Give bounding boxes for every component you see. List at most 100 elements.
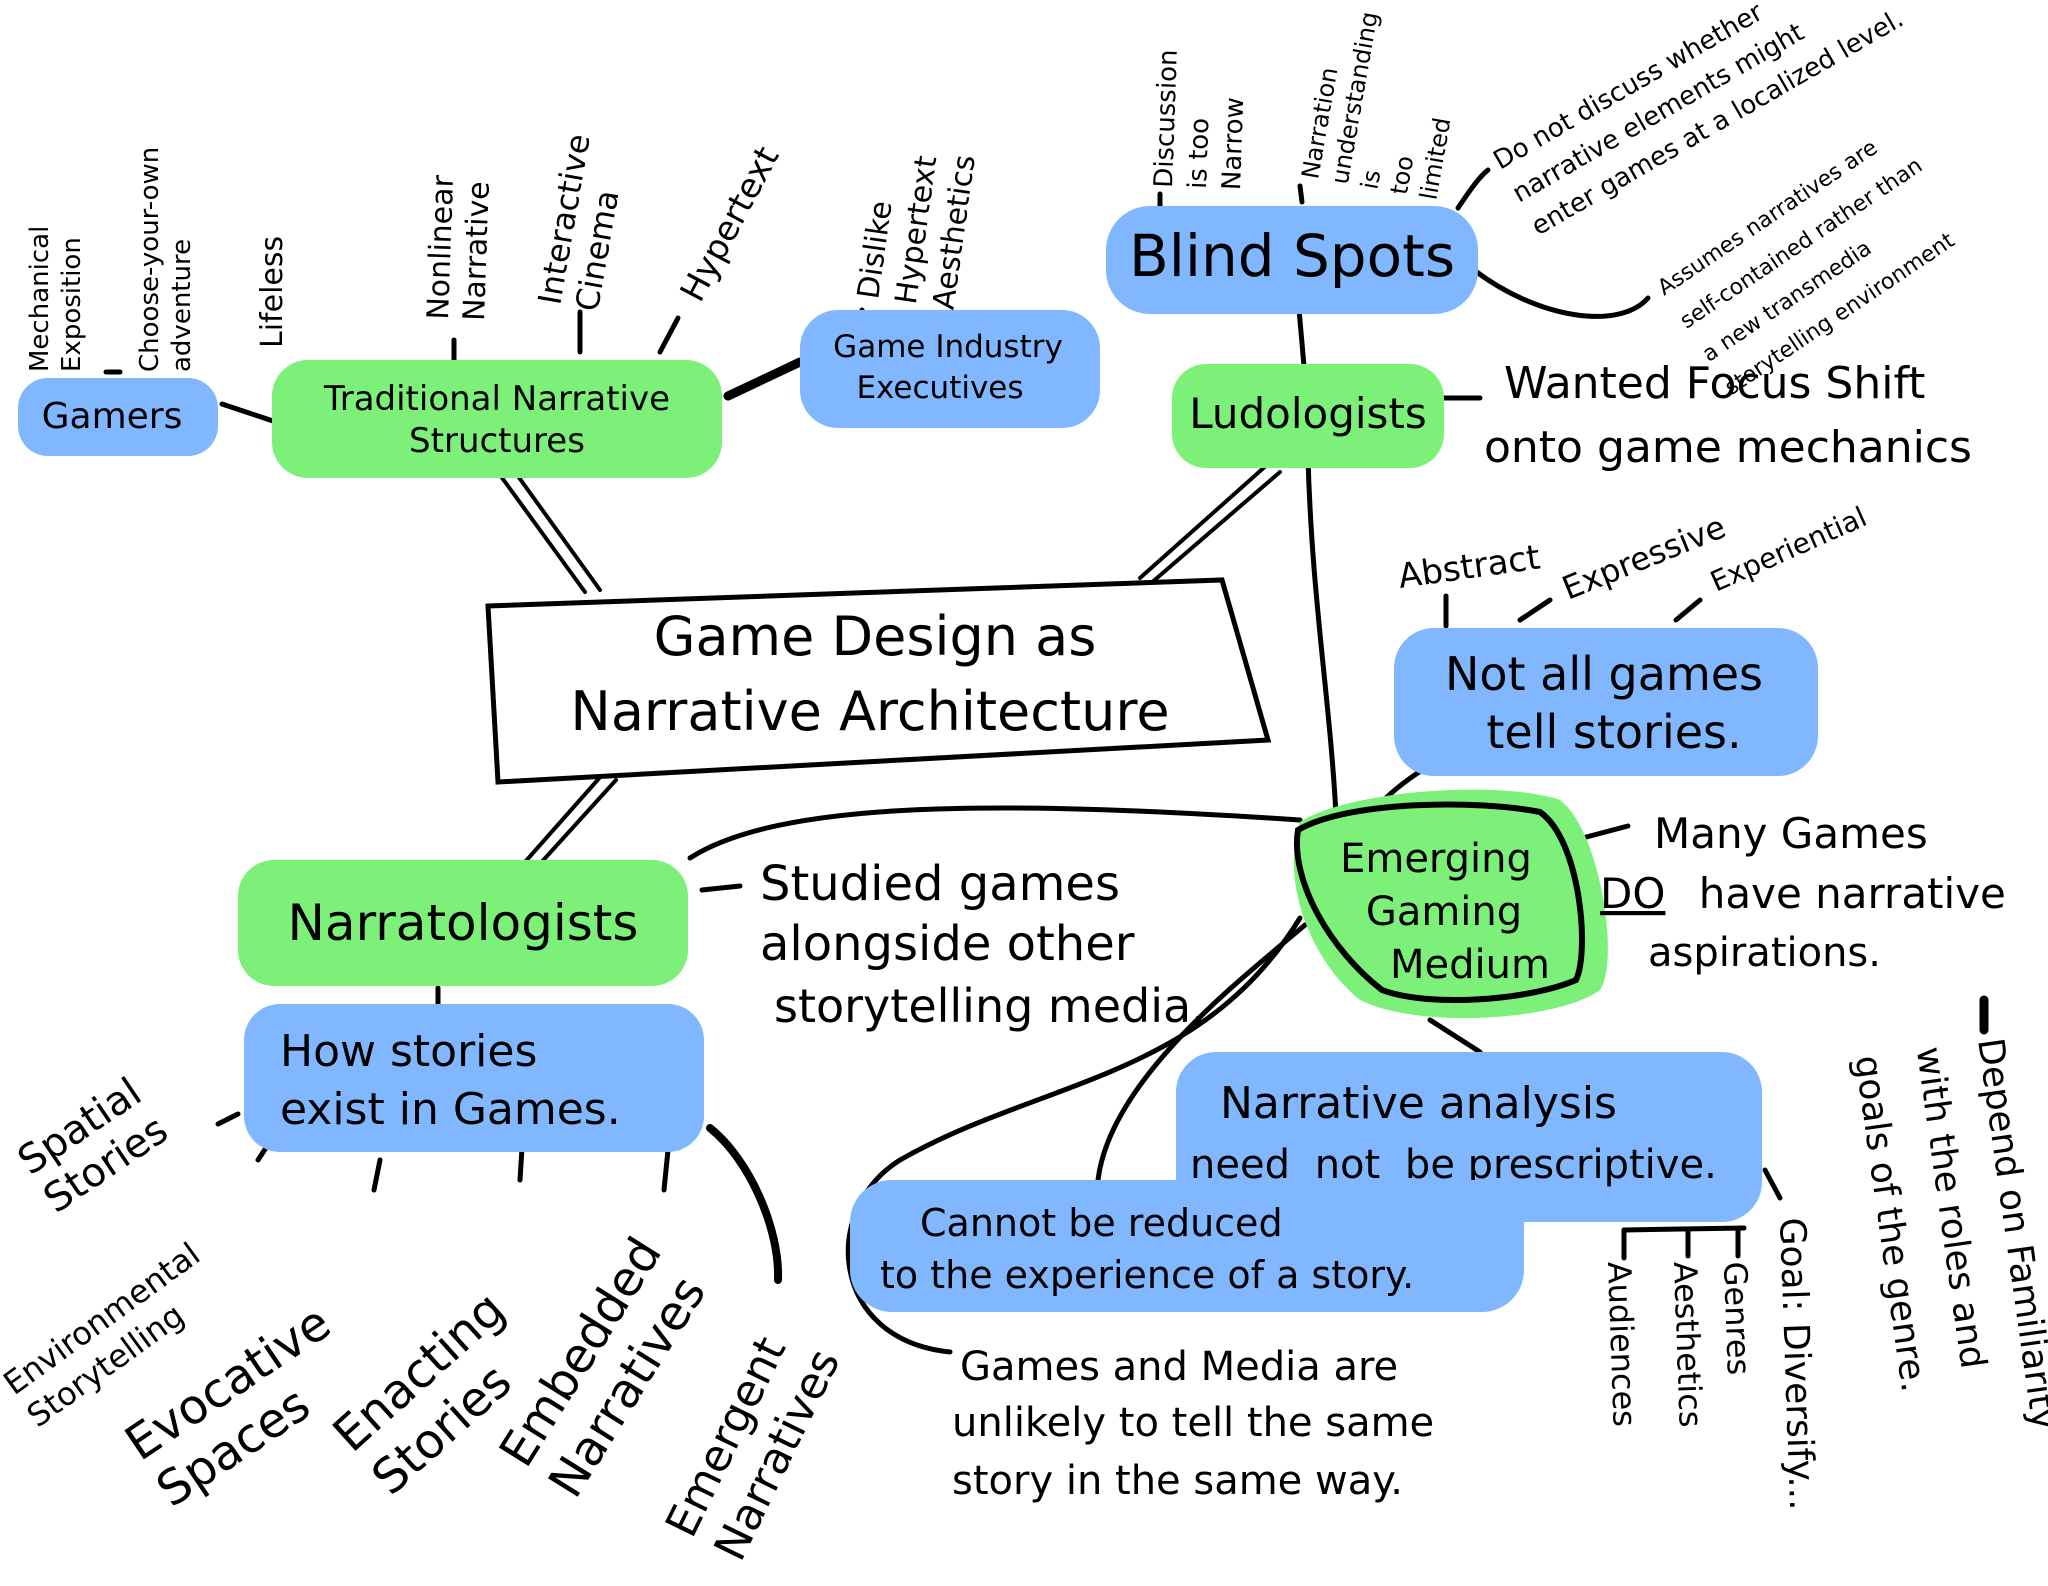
note-do: DO [1600,869,1665,918]
note-experiential: Experiential [1705,500,1871,598]
tick-spatial [215,1111,241,1127]
note-choose-your-own: Choose-your-ownadventure [135,147,197,372]
note-studied-line1: Studied games [760,856,1120,912]
gamers-node: Gamers [18,378,218,456]
analysis-bubble [1176,1052,1762,1222]
cannot-line1: Cannot be reduced [920,1201,1283,1245]
how-stories-line2: exist in Games. [280,1084,621,1135]
connector-blindspots-localized [1455,167,1491,211]
traditional-bubble [272,360,722,478]
blind-spots-node: Blind Spots [1106,206,1478,314]
emerging-node: Emerging Gaming Medium [1293,789,1608,1019]
cannot-node: Cannot be reduced to the experience of a… [850,1180,1524,1312]
connector-center-narratologists [523,773,604,864]
ludologists-bubble [1172,364,1444,468]
note-goal-aesthetics: Aesthetics [1666,1261,1710,1428]
center-box [485,577,1272,785]
connector-blindspots-assumes [1471,267,1651,319]
not-all-games-node: Not all games tell stories. [1394,628,1818,776]
note-studied-line2: alongside other [760,916,1135,972]
note-games-media-line1: Games and Media are [960,1344,1398,1390]
how-stories-line1: How stories [280,1026,537,1077]
ludologists-node: Ludologists [1172,364,1444,468]
emerging-outline [1294,801,1585,1004]
how-stories-bubble [244,1004,704,1152]
traditional-label-line1: Traditional Narrative [323,379,670,419]
note-expressive: Expressive [1557,508,1731,608]
center-node: Game Design as Narrative Architecture [485,577,1272,785]
connector-center-ludologists [1138,462,1270,580]
note-wanted-focus-line2: onto game mechanics [1484,422,1972,473]
note-spatial-stories: SpatialStories [10,1069,176,1223]
note-goal-diversify: Goal: Diversify... [1771,1217,1822,1511]
note-abstract: Abstract [1396,537,1543,596]
connector-emerging-analysis [1427,1017,1483,1055]
emerging-bubble [1293,789,1608,1019]
connector-center-traditional-2 [513,470,602,592]
gamers-label: Gamers [42,396,183,437]
tick-enacting [517,1145,525,1183]
connector-narratologists-note [699,883,743,893]
emerging-line2: Gaming [1366,889,1522,935]
connector-center-ludologists-2 [1148,470,1282,586]
traditional-label-line2: Structures [409,421,585,461]
note-emergent-narratives: EmergentNarratives [656,1318,850,1569]
note-games-media-line2: unlikely to tell the same [952,1400,1434,1446]
note-studied-line3: storytelling media. [774,979,1206,1033]
note-games-media-line3: story in the same way. [952,1458,1403,1504]
executives-label-line1: Game Industry [833,329,1063,365]
note-hypertext: Hypertext [673,140,788,308]
tick-expressive [1517,597,1553,623]
note-familiarity-text: Depend on Familiaritywith the roles andg… [1846,1036,2048,1450]
center-title-line1: Game Design as [654,605,1097,668]
narratologists-label: Narratologists [288,894,639,952]
tick-experiential [1673,597,1703,623]
not-all-games-line2: tell stories. [1486,705,1741,759]
tick-hypertext [657,315,681,355]
note-goal-audiences: Audiences [1600,1261,1644,1428]
analysis-line1: Narrative analysis [1220,1078,1617,1129]
note-dislike-hypertext: DislikeHypertextAesthetics [851,142,983,311]
blind-spots-bubble [1106,206,1478,314]
goal-bracket [1621,1225,1747,1233]
connector-center-traditional [498,473,587,594]
note-narration-limited: Narrationunderstandingistoolimited [1296,4,1472,202]
how-stories-node: How stories exist in Games. [244,1004,704,1152]
cannot-bubble [850,1180,1524,1312]
tick-goal [1762,1167,1783,1201]
blind-spots-label: Blind Spots [1129,222,1455,290]
executives-node: Game Industry Executives [800,310,1100,428]
cannot-line2: to the experience of a story. [880,1253,1414,1297]
note-mechanical-exposition: MechanicalExposition [25,226,87,372]
connector-center-narratologists-2 [536,778,618,868]
executives-label-line2: Executives [856,370,1023,406]
note-lifeless: Lifeless [255,236,290,348]
gamers-bubble [18,378,218,456]
connector-traditional-executives [723,357,805,401]
narratologists-node: Narratologists [238,860,688,986]
tick-emergent [706,1124,783,1284]
ludologists-label: Ludologists [1189,389,1427,438]
tick-embedded [661,1147,671,1193]
emerging-line3: Medium [1390,942,1550,988]
note-discussion-narrow: Discussionis tooNarrow [1149,49,1252,191]
center-title-line2: Narrative Architecture [570,680,1169,743]
connector-emerging-games-media [845,915,1303,1355]
note-nonlinear-narrative: NonlinearNarrative [421,174,497,322]
not-all-games-bubble [1394,628,1818,776]
note-have-narrative: have narrative [1699,869,2006,918]
note-aspirations: aspirations. [1648,930,1881,976]
note-wanted-focus-line1: Wanted Focus Shift [1504,358,1925,409]
traditional-node: Traditional Narrative Structures [272,360,722,478]
connector-narratologists-emerging [687,805,1303,861]
narratologists-bubble [238,860,688,986]
note-familiarity: Depend on Familiaritywith the roles andg… [1846,1036,2048,1450]
connector-ludologists-emerging [1305,455,1339,818]
note-do-have: DO have narrative [1600,869,2006,918]
note-goal-genres: Genres [1716,1261,1758,1376]
tick-narration [1297,183,1305,205]
emerging-line1: Emerging [1340,836,1532,882]
note-enacting-stories: EnactingStories [323,1281,555,1506]
not-all-games-line1: Not all games [1445,647,1763,701]
